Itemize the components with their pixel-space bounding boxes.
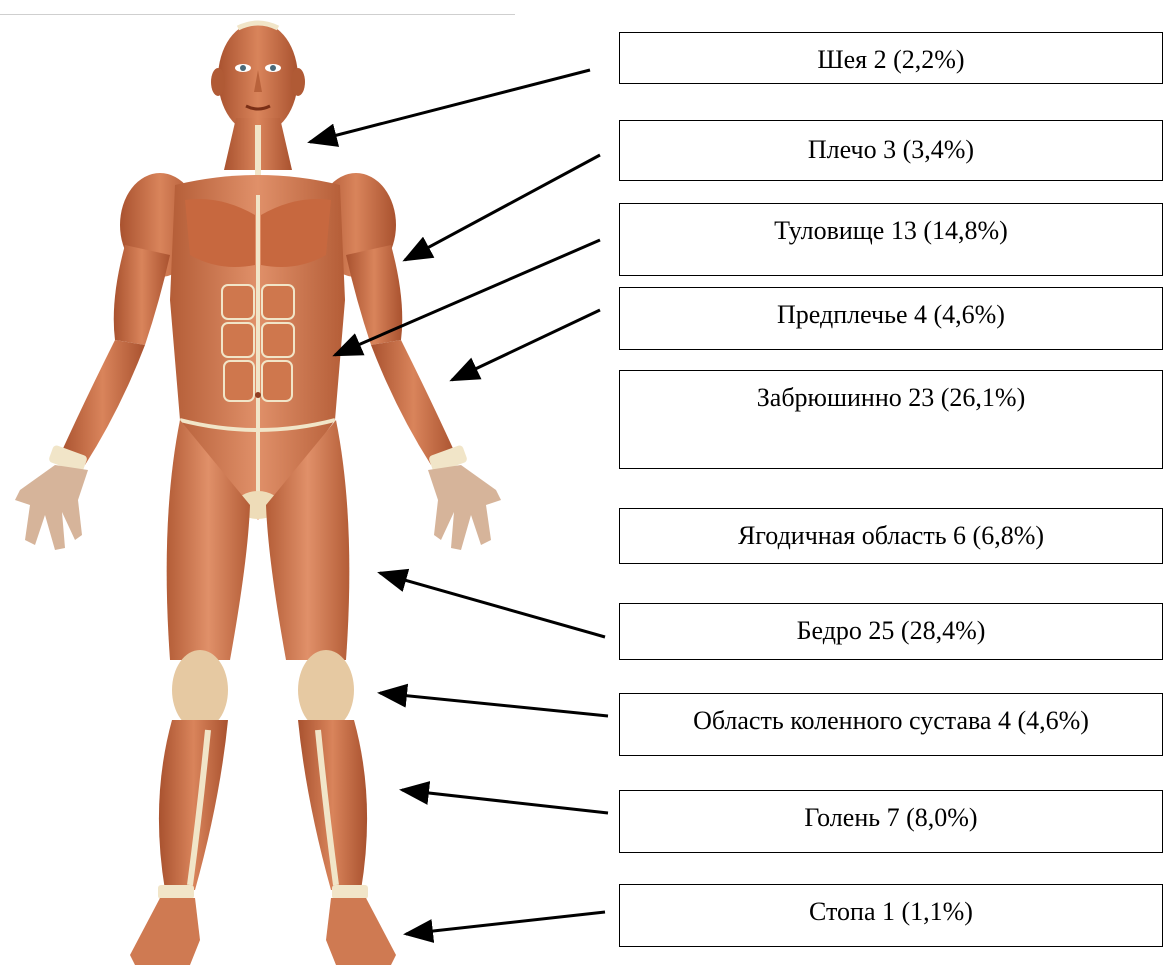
label-gluteal: Ягодичная область 6 (6,8%) [619, 508, 1163, 564]
arrow-neck [310, 70, 590, 142]
label-torso: Туловище 13 (14,8%) [619, 203, 1163, 276]
arrow-shin [402, 790, 608, 813]
label-foot: Стопа 1 (1,1%) [619, 884, 1163, 947]
arrow-knee [380, 693, 608, 716]
arrow-thigh [380, 573, 605, 637]
label-retroperitoneal: Забрюшинно 23 (26,1%) [619, 370, 1163, 469]
arrow-torso [335, 240, 600, 355]
label-thigh: Бедро 25 (28,4%) [619, 603, 1163, 660]
label-knee: Область коленного сустава 4 (4,6%) [619, 693, 1163, 756]
label-forearm: Предплечье 4 (4,6%) [619, 287, 1163, 350]
arrow-shoulder [405, 155, 600, 260]
arrow-forearm [452, 310, 600, 380]
label-neck: Шея 2 (2,2%) [619, 32, 1163, 84]
arrow-foot [406, 912, 605, 934]
label-shoulder: Плечо 3 (3,4%) [619, 120, 1163, 181]
label-shin: Голень 7 (8,0%) [619, 790, 1163, 853]
